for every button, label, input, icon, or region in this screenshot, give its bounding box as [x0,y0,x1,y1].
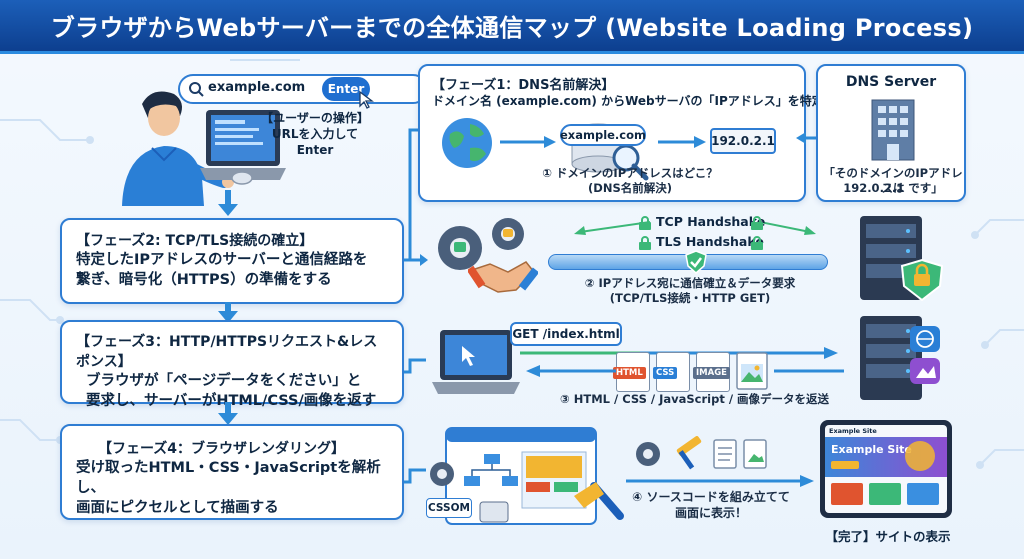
search-icon [189,82,204,97]
phase2-box: 【フェーズ2: TCP/TLS接続の確立】 特定したIPアドレスのサーバーと通信… [60,218,404,304]
phase4-caption-1: ④ ソースコードを組み立てて [632,490,790,504]
phase1-caption-2: (DNS名前解決) [588,181,672,195]
render-arrow [626,475,814,487]
site-card-1 [831,483,863,505]
site-card-3 [907,483,939,505]
phase1-title: 【フェーズ1：DNS名前解決】 [432,78,615,93]
get-request-label: GET /index.html [510,322,622,346]
dns-server-box: DNS Server 「そのドメインのIPアドレスは 192.0.2.1 です」 [816,64,966,202]
cssom-label: CSSOM [426,498,472,518]
phase4-text-line1: 受け取ったHTML・CSS・JavaScriptを解析し、 [76,460,381,496]
phase2-text-line1: 特定したIPアドレスのサーバーと通信経路を [76,252,368,268]
photo-file-icon [736,352,768,390]
phase2-title: 【フェーズ2: TCP/TLS接続の確立】 [76,233,314,249]
arrow-globe-dns [500,136,556,148]
user-op-text: URLを入力してEnter [271,127,359,157]
lock-icon-tls-left [639,236,651,250]
site-header-text: Example Site [829,427,877,435]
tools-icons [636,436,767,470]
rendering-illustration [430,427,624,525]
phase1-desc: ドメイン名 (example.com) からWebサーバの「IPアドレス」を特定… [432,94,848,108]
url-bar[interactable] [178,74,428,104]
user-area: example.com Enter 【ユーザーの操作】 URLを入力してEnte… [60,68,428,206]
handshake-arrows [574,221,816,235]
site-hero-graphic [905,441,935,471]
url-input[interactable]: example.com [208,80,306,95]
css-file-icon: CSS [653,352,690,392]
shield-check-icon [685,250,707,274]
lock-icon-tcp-right [751,216,763,230]
phase3-title: 【フェーズ3：HTTP/HTTPSリクエスト&レスポンス】 [76,334,378,370]
user-op-caption: 【ユーザーの操作】 URLを入力してEnter [260,110,370,158]
phase4-title: 【フェーズ4：ブラウザレンダリング】 [98,441,346,457]
phase3-text-line2: 要求し、サーバーがHTML/CSS/画像を返す [86,393,377,409]
phase2-text-line2: 繋ぎ、暗号化（HTTPS）の準備をする [76,272,332,288]
phase4-box: 【フェーズ4：ブラウザレンダリング】 受け取ったHTML・CSS・JavaScr… [60,424,404,520]
phase3-box: 【フェーズ3：HTTP/HTTPSリクエスト&レスポンス】 ブラウザが「ページデ… [60,320,404,409]
phase4-caption-2: 画面に表示！ [674,506,747,520]
dns-server-title: DNS Server [845,74,937,90]
page-title: ブラウザからWebサーバーまでの全体通信マップ (Website Loading… [0,0,1024,54]
domain-pill: example.com [560,124,646,146]
phase3-text-line1: ブラウザが「ページデータをください」と [86,373,362,389]
globe-icon [442,118,492,168]
final-caption: 【完了】サイトの表示 [825,529,951,544]
ip-address-box: 192.0.2.1 [710,128,776,154]
response-arrow-right [774,369,844,373]
arrow-dns-ip [658,136,706,148]
final-site-monitor: Example Site Example Site [820,420,952,518]
handshake-icon [468,261,538,293]
tcp-handshake-label: TCP Handshake [656,214,766,229]
response-arrow-left [526,365,616,377]
cursor-icon [359,90,374,109]
phase2-caption-1: ② IPアドレス宛に通信確立＆データ要求 [584,276,796,290]
dns-reply-1: 「そのドメインのIPアドレスは [823,166,963,195]
lock-icon-tls-right [751,236,763,250]
site-title: Example Site [831,443,912,456]
mouse-icon [231,171,253,185]
client-laptop-icon [432,330,520,394]
html-file-icon: HTML [613,352,650,392]
tls-handshake-label: TLS Handshake [656,234,764,249]
user-op-title: 【ユーザーの操作】 [261,111,369,125]
phase2-caption-2: (TCP/TLS接続・HTTP GET) [609,291,771,305]
phase4-text-line2: 画面にピクセルとして描画する [76,500,279,516]
phase1-caption-1: ① ドメインのIPアドレスはどこ？ [542,166,718,180]
down-arrow-2 [218,302,238,323]
phase1-box: 【フェーズ1：DNS名前解決】 ドメイン名 (example.com) からWe… [418,64,848,202]
gears-icon [438,218,524,270]
site-cta-button [831,461,859,469]
web-server-icon [860,316,940,400]
down-arrow-1 [218,190,238,216]
down-arrow-3 [218,402,238,425]
dns-reply-2: 192.0.2.1 です」 [843,181,943,195]
server-secure-icon [860,216,944,302]
site-card-2 [869,483,901,505]
phase3-caption: ③ HTML / CSS / JavaScript / 画像データを返送 [560,392,830,406]
lock-icon-tcp-left [639,216,651,230]
building-icon [871,99,915,161]
image-file-icon: IMAGE [693,352,730,392]
final-site-screen: Example Site Example Site [825,425,947,513]
